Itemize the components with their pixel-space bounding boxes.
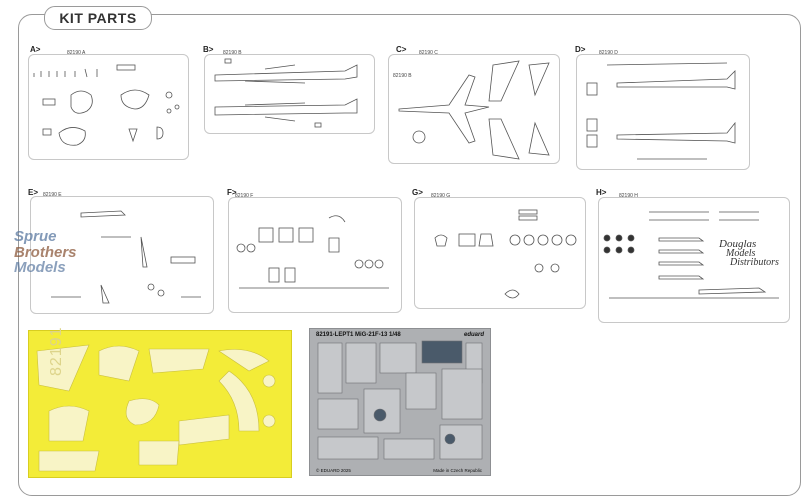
sprue-b-label: B> bbox=[203, 45, 214, 54]
sprue-a: 82190 A bbox=[28, 50, 189, 160]
sprue-f-parts bbox=[236, 215, 389, 289]
pe-made-in: Made in Czech Republic bbox=[433, 468, 482, 473]
sprue-g-parts bbox=[434, 209, 577, 299]
sprue-b: 82190 B bbox=[204, 50, 375, 134]
sprue-f: 82190 F bbox=[228, 193, 402, 313]
dealer-logo-line1: Douglas bbox=[719, 238, 757, 250]
sprue-a-code: 82190 A bbox=[67, 50, 86, 56]
sprue-b-code: 82190 B bbox=[223, 50, 242, 56]
pe-brand: eduard bbox=[463, 332, 484, 338]
sprue-d-label: D> bbox=[575, 45, 586, 54]
sprue-g-code: 82190 G bbox=[431, 193, 451, 199]
sprue-c-inner-code: 82190 B bbox=[393, 73, 412, 79]
watermark-line3: Models bbox=[14, 259, 66, 276]
kit-parts-frame bbox=[18, 14, 801, 496]
pe-copyright: © EDUARD 2025 bbox=[316, 468, 351, 473]
sprue-h-code: 82190 H bbox=[619, 193, 638, 199]
dealer-logo-line3: Distributors bbox=[730, 257, 779, 268]
sprue-c-code: 82190 C bbox=[419, 50, 438, 56]
pe-header: 82191-LEPT1 MiG-21F-13 1/48 bbox=[316, 332, 401, 338]
sprue-f-code: 82190 F bbox=[235, 193, 254, 199]
page-title: KIT PARTS bbox=[44, 6, 152, 30]
sprue-a-parts bbox=[33, 64, 180, 146]
watermark-line2: Brothers bbox=[14, 244, 77, 261]
sprue-b-parts bbox=[214, 58, 358, 128]
sprue-g-label: G> bbox=[412, 188, 423, 197]
sprue-c: 82190 C 82190 B bbox=[388, 50, 560, 164]
sprue-d-parts bbox=[586, 62, 736, 160]
watermark-line1: Sprue bbox=[14, 228, 57, 245]
pe-parts bbox=[317, 340, 483, 460]
sprue-d: 82190 D bbox=[576, 50, 750, 170]
sprue-h-parts bbox=[603, 211, 779, 299]
dealer-logo-line2: Models bbox=[726, 248, 756, 259]
sprue-e-code: 82190 E bbox=[43, 192, 62, 198]
photo-etch-sheet: 82191-LEPT1 MiG-21F-13 1/48 eduard © EDU… bbox=[309, 328, 491, 476]
sprue-e-parts bbox=[51, 210, 201, 304]
mask-sheet bbox=[28, 330, 292, 478]
sprue-a-label: A> bbox=[30, 45, 41, 54]
sprue-h: 82190 H bbox=[598, 193, 790, 323]
sprue-h-label: H> bbox=[596, 188, 607, 197]
sprue-d-code: 82190 D bbox=[599, 50, 618, 56]
sprue-e: 82190 E bbox=[30, 192, 214, 314]
sprue-g: 82190 G bbox=[414, 193, 586, 309]
mask-sheet-code: 82191 bbox=[48, 326, 65, 377]
sprue-c-label: C> bbox=[396, 45, 407, 54]
mask-shapes bbox=[36, 344, 276, 472]
sprue-e-label: E> bbox=[28, 188, 39, 197]
sprue-f-label: F> bbox=[227, 188, 237, 197]
sprue-c-parts bbox=[398, 60, 550, 160]
